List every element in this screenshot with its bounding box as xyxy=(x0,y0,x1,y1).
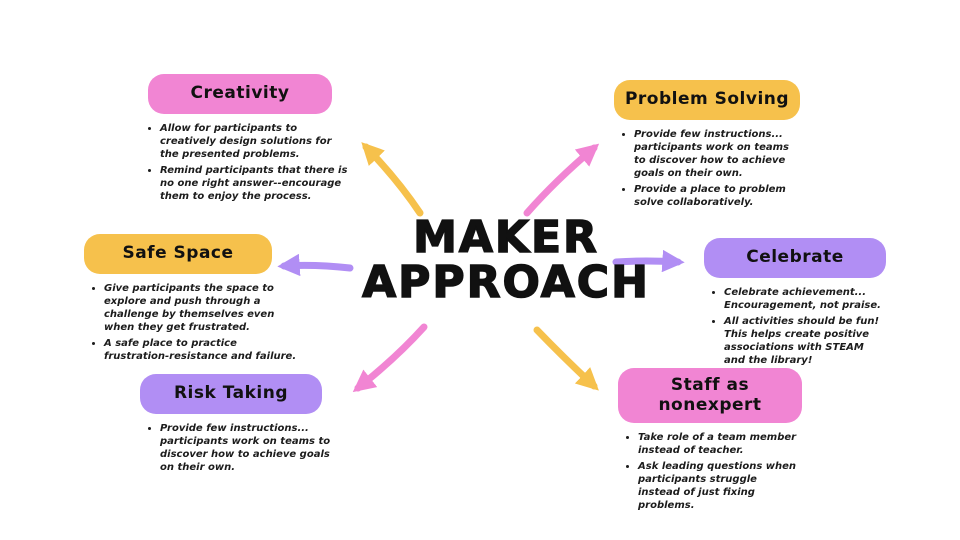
bullet: Remind participants that there is no one… xyxy=(160,164,348,203)
bullet: Provide few instructions... participants… xyxy=(160,422,346,474)
arrow-center-to-creativity xyxy=(361,142,424,217)
node-creativity: Creativity Allow for participants to cre… xyxy=(148,74,347,206)
bullet: All activities should be fun! This helps… xyxy=(724,315,886,367)
arrow-center-to-risk-taking xyxy=(352,323,428,393)
node-risk-taking-bullets: Provide few instructions... participants… xyxy=(146,422,346,474)
arrow-center-to-staff-as-nonexpert xyxy=(533,326,599,391)
arrow-center-to-safe-space xyxy=(277,253,354,277)
bullet: Allow for participants to creatively des… xyxy=(160,122,348,161)
bullet: Celebrate achievement... Encouragement, … xyxy=(724,286,886,312)
node-celebrate: Celebrate Celebrate achievement... Encou… xyxy=(704,238,886,370)
node-staff-as-nonexpert: Staff as nonexpert Take role of a team m… xyxy=(618,368,802,515)
title-line-1: MAKER xyxy=(412,212,599,263)
title-line-2: APPROACH xyxy=(361,256,650,308)
node-problem-solving: Problem Solving Provide few instructions… xyxy=(614,80,800,212)
node-celebrate-bullets: Celebrate achievement... Encouragement, … xyxy=(710,286,886,367)
node-creativity-header: Creativity xyxy=(148,74,332,114)
node-problem-solving-header: Problem Solving xyxy=(614,80,800,120)
bullet: A safe place to practice frustration-res… xyxy=(104,337,302,363)
bullet: Provide a place to problem solve collabo… xyxy=(634,183,800,209)
node-safe-space-header: Safe Space xyxy=(84,234,272,274)
node-safe-space: Safe Space Give participants the space t… xyxy=(84,234,296,366)
node-staff-as-nonexpert-bullets: Take role of a team member instead of te… xyxy=(624,431,802,512)
node-risk-taking-header: Risk Taking xyxy=(140,374,322,414)
bullet: Take role of a team member instead of te… xyxy=(638,431,802,457)
node-creativity-bullets: Allow for participants to creatively des… xyxy=(146,122,348,203)
node-staff-as-nonexpert-header: Staff as nonexpert xyxy=(618,368,802,424)
center-title: MAKER APPROACH xyxy=(348,212,664,308)
bullet: Provide few instructions... participants… xyxy=(634,128,800,180)
bullet: Give participants the space to explore a… xyxy=(104,282,302,334)
arrow-center-to-problem-solving xyxy=(523,143,600,217)
node-risk-taking: Risk Taking Provide few instructions... … xyxy=(140,374,330,477)
bullet: Ask leading questions when participants … xyxy=(638,460,802,512)
node-celebrate-header: Celebrate xyxy=(704,238,886,278)
node-safe-space-bullets: Give participants the space to explore a… xyxy=(90,282,302,363)
node-problem-solving-bullets: Provide few instructions... participants… xyxy=(620,128,800,209)
